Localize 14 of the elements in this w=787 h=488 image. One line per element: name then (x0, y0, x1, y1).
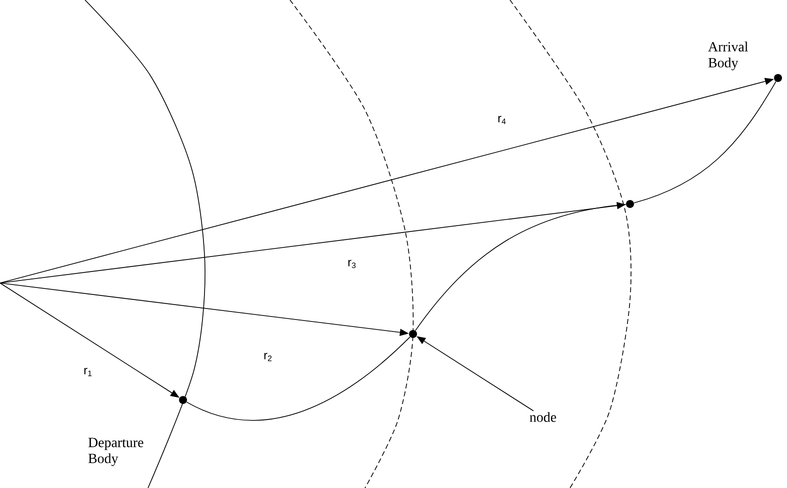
edge-label: r$_{2}$ (264, 352, 272, 362)
edge-label: r$_{1}$ (84, 368, 92, 376)
trajectory-curve (634, 81, 776, 204)
point-marker (626, 200, 634, 208)
trajectory-curve (415, 204, 626, 331)
point-marker (179, 396, 187, 404)
body-label: Arrival Body (708, 42, 748, 70)
point-marker (409, 330, 417, 338)
trajectory-curve (186, 336, 410, 421)
body-label: Departure Body (88, 438, 144, 466)
edge-label: r$_{3}$ (348, 260, 356, 268)
node-label: node (530, 412, 556, 422)
edge-label: r$_{4}$ (498, 116, 506, 124)
point-marker (774, 74, 782, 82)
